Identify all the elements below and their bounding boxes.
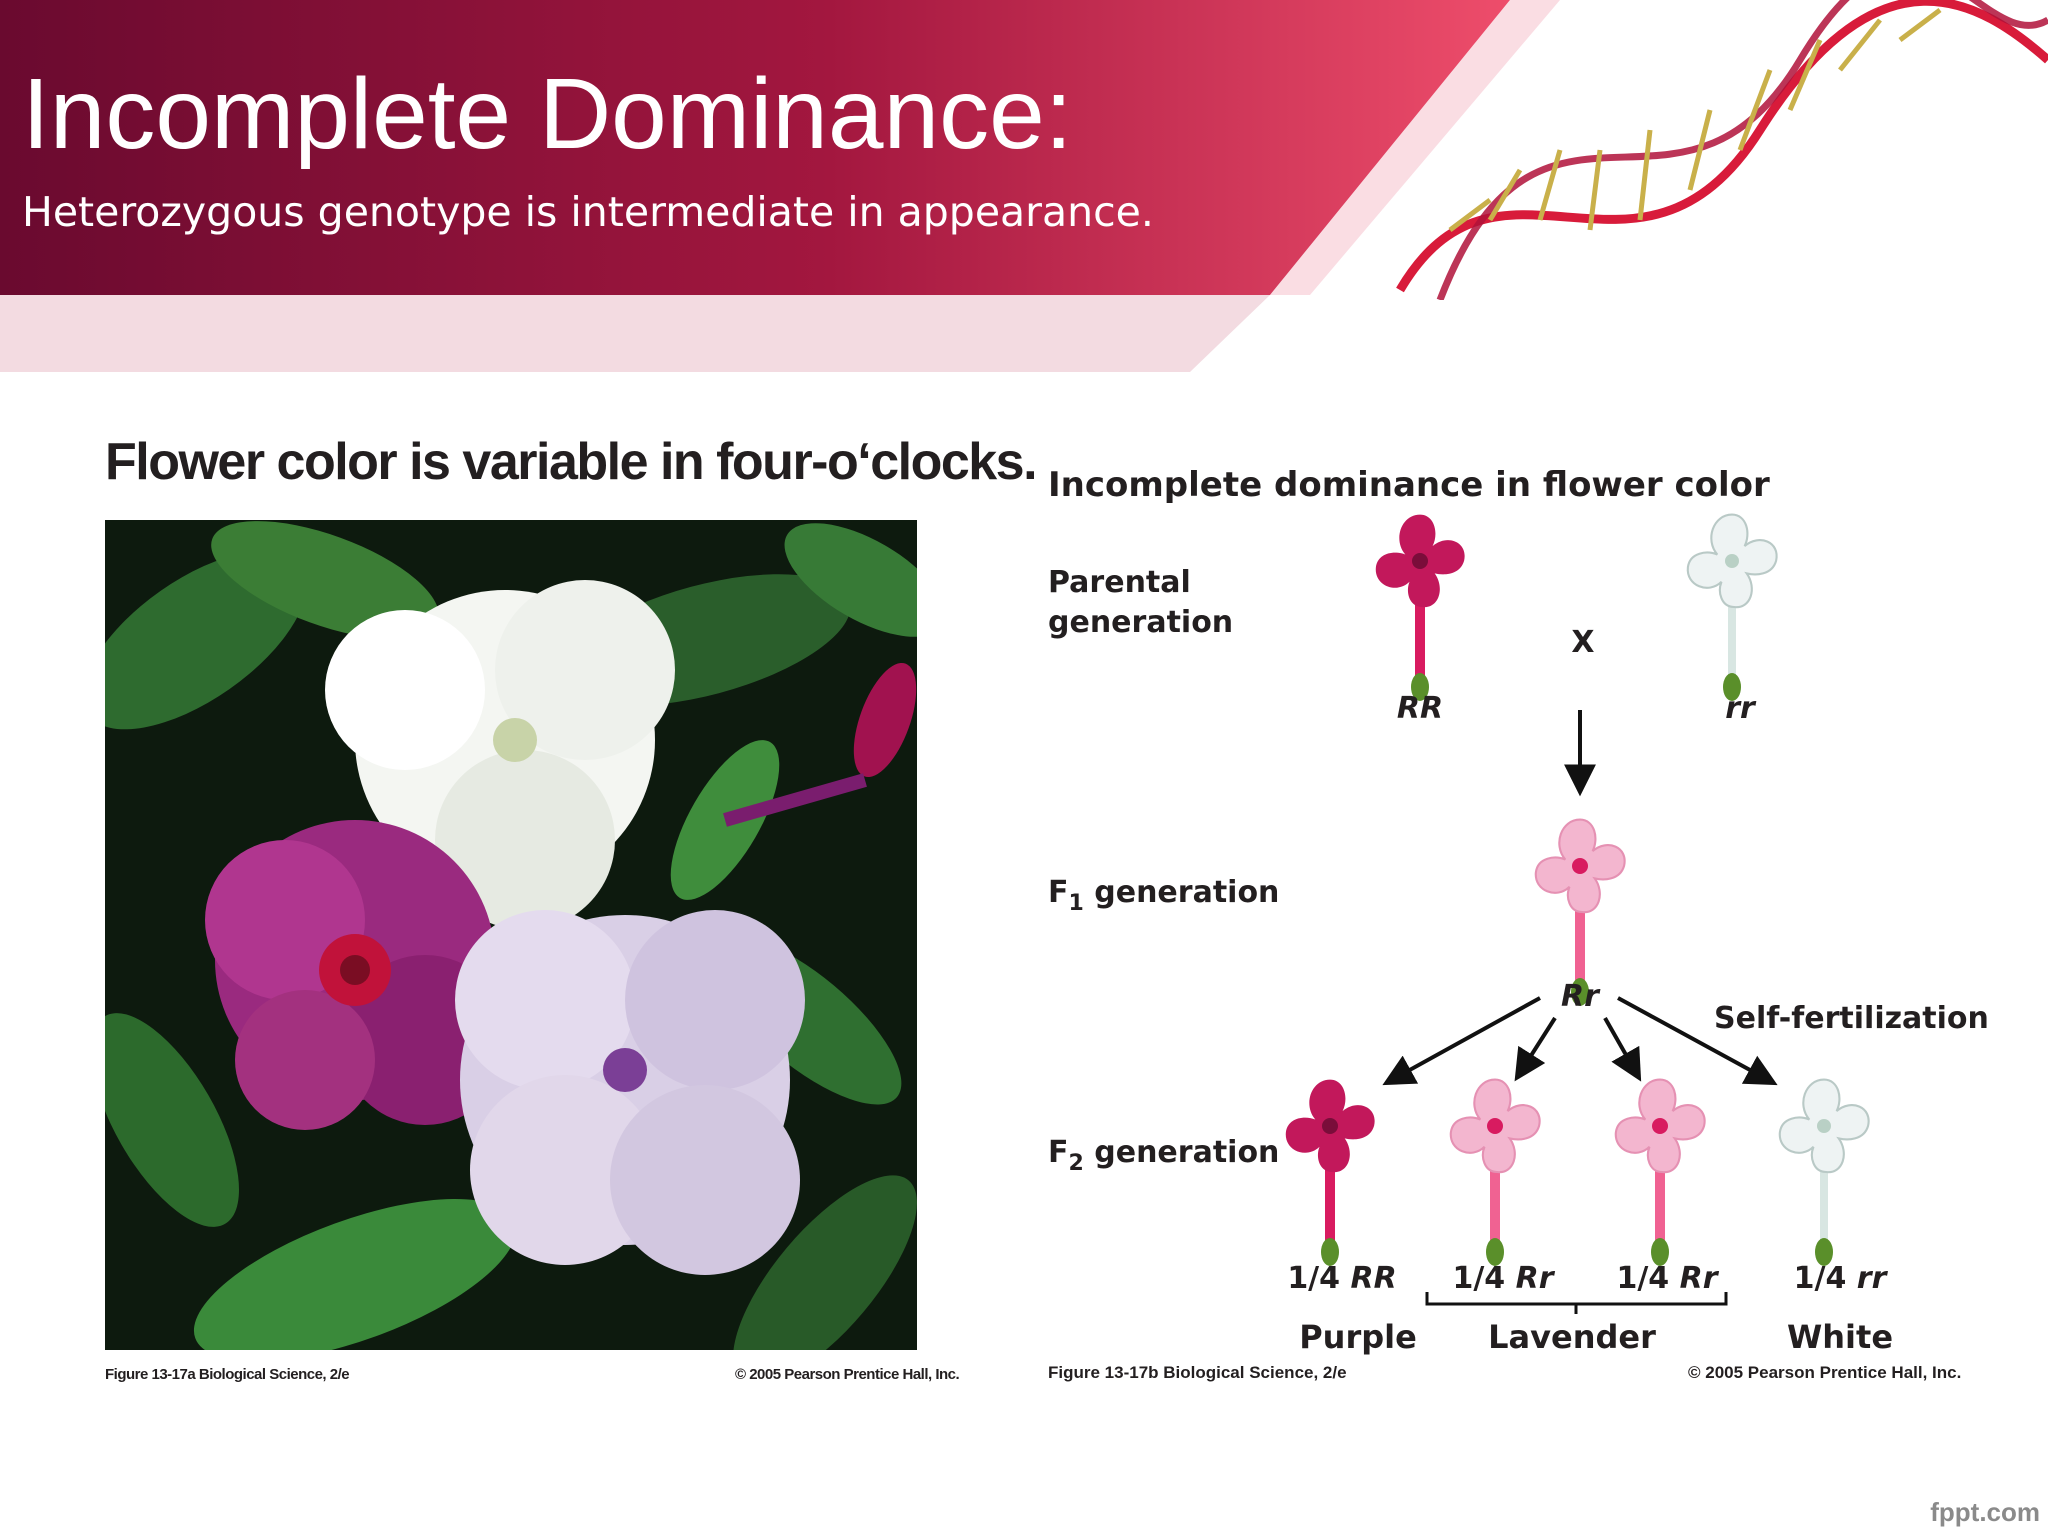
f2-lavender-flower-2: [1614, 1078, 1706, 1266]
diagram-title: Incomplete dominance in flower color: [1048, 465, 1770, 505]
lavender-bracket: [1425, 1292, 1728, 1314]
f2-ratio-lavender-2: 1/4 Rr: [1616, 1261, 1719, 1296]
f2-generation-label: F2 generation: [1048, 1135, 1279, 1176]
parental-label-line2: generation: [1048, 605, 1233, 640]
f2-ratio-lavender-1: 1/4 Rr: [1452, 1261, 1555, 1296]
diagram-caption-right: © 2005 Pearson Prentice Hall, Inc.: [1688, 1363, 1962, 1382]
phenotype-white: White: [1787, 1318, 1893, 1356]
parent-white-flower: [1686, 513, 1778, 701]
arrow-to-f2-purple: [1382, 996, 1541, 1086]
parent1-genotype: RR: [1397, 691, 1443, 726]
f1-generation-label: F1 generation: [1048, 875, 1279, 916]
arrow-to-f2-white: [1617, 996, 1778, 1086]
dna-helix-icon: [1396, 0, 2048, 300]
photo-figure-caption-right: © 2005 Pearson Prentice Hall, Inc.: [735, 1366, 960, 1383]
parental-label-line1: Parental: [1048, 565, 1191, 600]
parent-purple-flower: [1375, 514, 1465, 701]
four-oclock-flowers-photo: [105, 520, 917, 1350]
f2-purple-flower: [1285, 1079, 1375, 1266]
photo-figure-title: Flower color is variable in four-o‘clock…: [105, 433, 1038, 491]
f1-lavender-flower: [1534, 818, 1626, 1006]
footer-brand-logo: fppt.com: [1930, 1497, 2040, 1527]
cross-symbol: X: [1571, 625, 1594, 660]
f2-ratio-purple: 1/4 RR: [1287, 1261, 1396, 1296]
f2-ratio-white: 1/4 rr: [1794, 1261, 1889, 1296]
arrow-to-f2-lavender-1: [1514, 1016, 1557, 1082]
arrow-to-f2-lavender-2: [1603, 1017, 1642, 1082]
self-fertilization-label: Self-fertilization: [1714, 1001, 1989, 1036]
f1-genotype: Rr: [1561, 979, 1601, 1014]
f2-white-flower: [1778, 1078, 1870, 1266]
phenotype-purple: Purple: [1299, 1318, 1417, 1356]
phenotype-lavender: Lavender: [1488, 1318, 1656, 1356]
parent2-genotype: rr: [1725, 691, 1757, 726]
photo-figure-caption-left: Figure 13-17a Biological Science, 2/e: [105, 1366, 350, 1383]
slide-subtitle: Heterozygous genotype is intermediate in…: [22, 188, 1154, 236]
incomplete-dominance-diagram: Incomplete dominance in flower color Par…: [1048, 465, 1989, 1356]
header-banner: [0, 0, 1560, 372]
diagram-caption-left: Figure 13-17b Biological Science, 2/e: [1048, 1363, 1347, 1382]
f2-lavender-flower-1: [1449, 1078, 1541, 1266]
slide-title: Incomplete Dominance:: [22, 58, 1073, 170]
